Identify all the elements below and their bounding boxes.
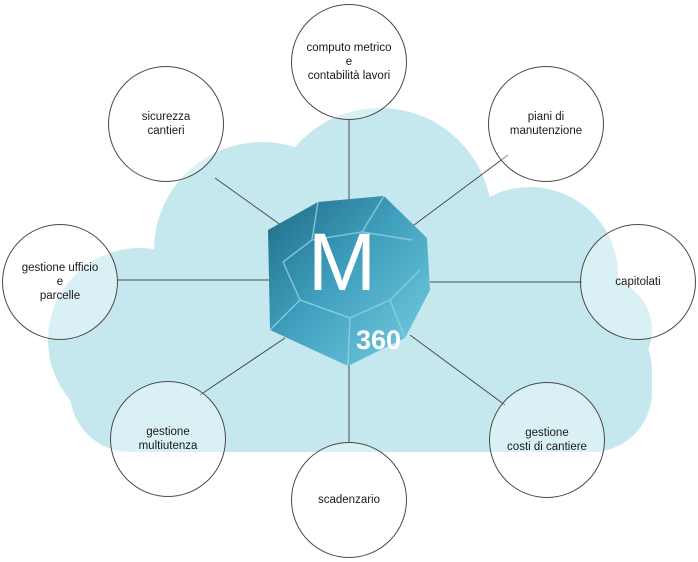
node-sicurezza-label: sicurezza cantieri bbox=[141, 111, 191, 137]
hub-logo-shape bbox=[268, 195, 430, 367]
node-scadenzario-label: scadenzario bbox=[317, 494, 380, 506]
connector-piani bbox=[409, 154, 509, 229]
node-piani: piani di manutenzione bbox=[488, 66, 604, 182]
node-piani-label: piani di manutenzione bbox=[509, 111, 583, 137]
node-costi-label: gestione costi di cantiere bbox=[507, 427, 587, 453]
connector-lines bbox=[118, 120, 582, 442]
node-scadenzario: scadenzario bbox=[291, 442, 407, 558]
logo-letter: M bbox=[307, 217, 377, 308]
connector-costi bbox=[409, 334, 506, 406]
connector-sicurezza bbox=[214, 177, 286, 229]
node-computo: computo metrico e contabilità lavori bbox=[291, 4, 407, 120]
node-capitolati-label: capitolati bbox=[615, 276, 661, 288]
node-multiutenza: gestione multiutenza bbox=[110, 381, 226, 497]
node-sicurezza: sicurezza cantieri bbox=[108, 66, 224, 182]
logo-number: 360 bbox=[356, 325, 402, 355]
node-ufficio: gestione ufficio e parcelle bbox=[2, 224, 118, 340]
node-costi: gestione costi di cantiere bbox=[489, 382, 605, 498]
connector-multiutenza bbox=[199, 337, 286, 396]
node-computo-label: computo metrico e contabilità lavori bbox=[306, 42, 392, 82]
node-ufficio-label: gestione ufficio e parcelle bbox=[21, 262, 99, 302]
node-multiutenza-label: gestione multiutenza bbox=[138, 426, 198, 452]
node-capitolati: capitolati bbox=[580, 224, 696, 340]
